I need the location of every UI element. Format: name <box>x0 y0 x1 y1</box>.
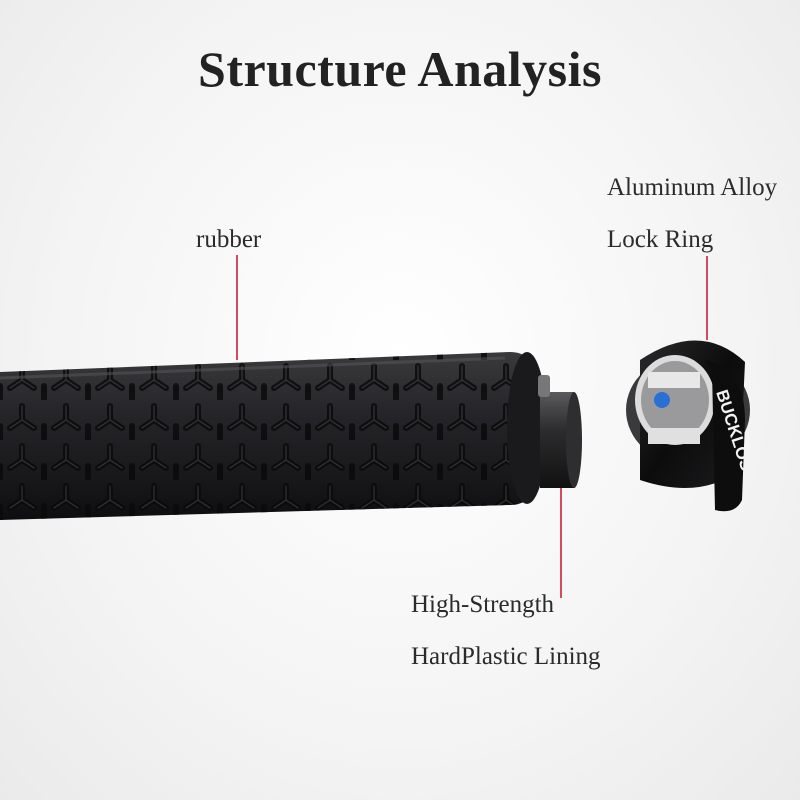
plastic-lining-sleeve <box>538 375 582 488</box>
label-lock-ring: Lock Ring <box>607 226 714 253</box>
rubber-grip <box>0 352 548 520</box>
label-plastic-lining: HardPlastic Lining <box>411 643 601 670</box>
lock-ring: BUCKLOS <box>626 340 756 512</box>
label-aluminum-alloy: Aluminum Alloy <box>607 174 778 201</box>
label-rubber: rubber <box>196 226 262 253</box>
label-high-strength: High-Strength <box>411 591 555 618</box>
page-title: Structure Analysis <box>198 41 602 97</box>
blue-bolt-icon <box>654 392 670 408</box>
